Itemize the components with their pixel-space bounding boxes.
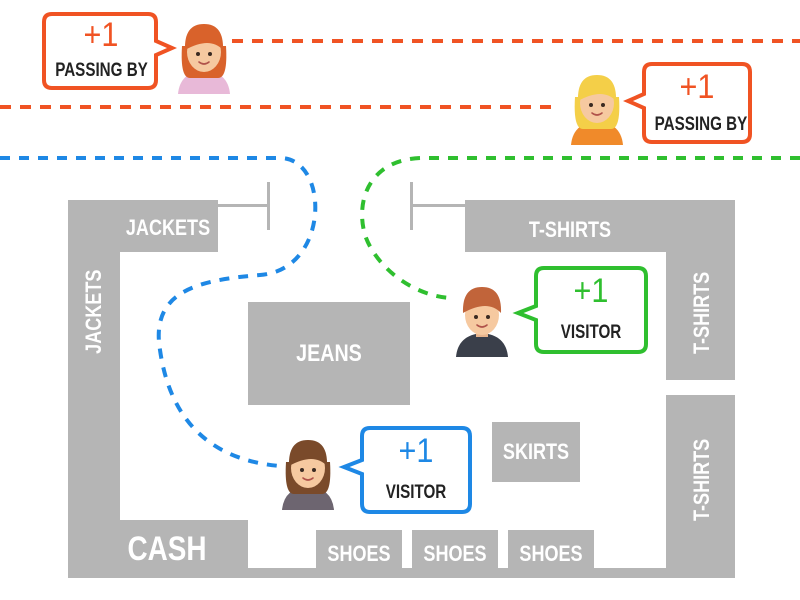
- passing-right-caption: PASSING BY: [654, 114, 748, 135]
- shoes-fixture-1: [316, 530, 402, 578]
- passing-left-bubble: [42, 12, 177, 90]
- shoes-label-2: SHOES: [423, 541, 487, 566]
- passing-right-count: +1: [679, 68, 715, 106]
- door-left: [267, 182, 270, 230]
- tshirts-top-label: T-SHIRTS: [528, 217, 612, 242]
- brunette-woman-avatar: [282, 440, 334, 510]
- visitor-blue-count: +1: [398, 432, 434, 470]
- jeans-fixture: [248, 302, 410, 405]
- blonde-woman-avatar: [571, 75, 623, 145]
- passing-left-caption: PASSING BY: [55, 60, 148, 81]
- shoes-fixture-2: [412, 530, 498, 578]
- visitor-blue-caption: VISITOR: [385, 482, 447, 503]
- jackets-side-label: JACKETS: [81, 269, 106, 355]
- tshirts-side-upper-label: T-SHIRTS: [689, 271, 714, 355]
- shoes-label-1: SHOES: [327, 541, 391, 566]
- jeans-label: JEANS: [296, 339, 362, 367]
- jackets-side-wall: [68, 200, 120, 578]
- visitor-green-caption: VISITOR: [560, 322, 622, 343]
- visitor-green-bubble: [512, 266, 648, 354]
- cash-fixture: [86, 520, 248, 578]
- skirts-label: SKIRTS: [502, 439, 570, 464]
- tshirts-side-lower-label: T-SHIRTS: [689, 438, 714, 522]
- cash-label: CASH: [127, 529, 207, 568]
- tshirts-side-upper-fixture: [666, 200, 735, 380]
- passing-right-bubble: [623, 62, 752, 144]
- visitor-blue-bubble: [338, 426, 472, 514]
- man-avatar: [456, 287, 508, 357]
- store-walls: [68, 200, 735, 578]
- visitor-green-count: +1: [573, 272, 609, 310]
- redhead-woman-avatar: [178, 24, 230, 94]
- skirts-fixture: [492, 422, 580, 482]
- shoes-fixture-3: [508, 530, 594, 578]
- shoes-label-3: SHOES: [519, 541, 583, 566]
- door-right: [410, 182, 413, 230]
- jackets-top-label: JACKETS: [125, 215, 211, 240]
- passing-left-count: +1: [83, 16, 119, 54]
- visitor-path-blue: [0, 156, 318, 468]
- tshirts-side-lower-fixture: [666, 395, 735, 578]
